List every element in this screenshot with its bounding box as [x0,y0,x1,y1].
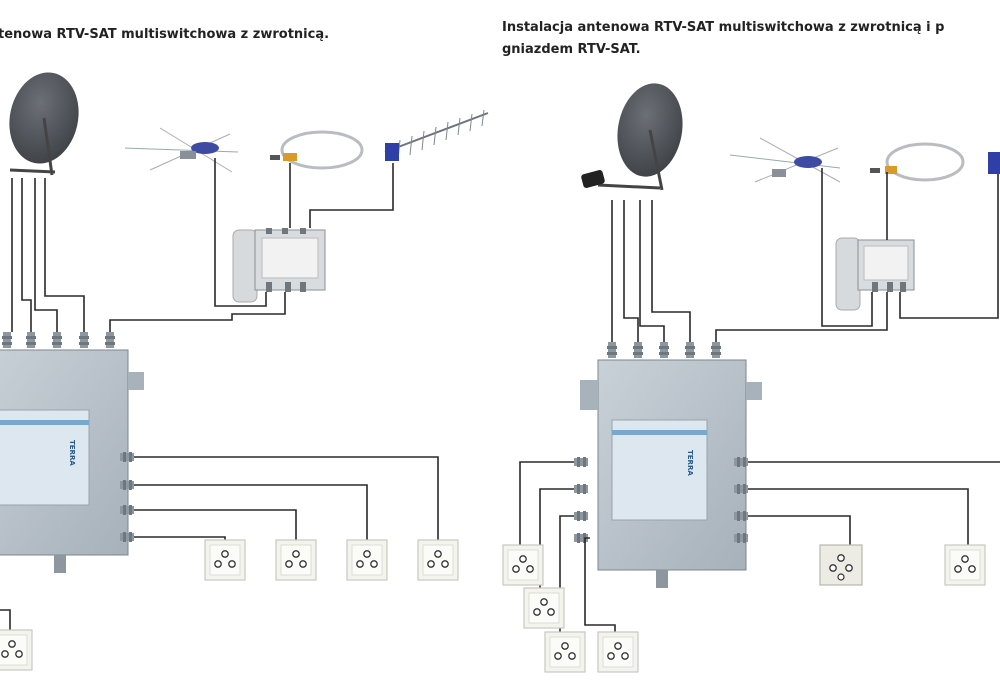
yagi-antenna-icon [384,109,489,161]
wall-socket [523,587,565,629]
dvbt-antenna-icon [729,137,841,183]
dvbt-antenna-icon [124,127,239,173]
satellite-dish-icon [9,72,79,176]
wall-socket [275,539,317,581]
wall-socket [204,539,246,581]
multiswitch-box-right: TERRA [580,359,762,588]
wall-socket [346,539,388,581]
satellite-dish-icon [581,83,683,191]
wall-socket-sat [819,544,863,586]
multiswitch-brand-left: TERRA [68,440,76,466]
terrestrial-amplifier-icon [835,237,915,311]
multiswitch-box-left: TERRA [0,349,144,573]
fm-ring-antenna-icon [270,130,364,170]
multiswitch-brand-right: TERRA [686,450,694,476]
left-diagram: TERRA [0,72,489,671]
left-diagram-title: tenowa RTV-SAT multiswitchowa z zwrotnic… [0,27,330,42]
right-diagram: TERRA [502,83,1000,673]
wall-socket [417,539,459,581]
yagi-antenna-icon [988,152,1000,174]
multiswitch-inputs-right [607,342,721,358]
wall-socket [597,631,639,673]
wall-socket [544,631,586,673]
wall-socket [944,544,986,586]
wall-socket [502,544,544,586]
right-diagram-title-line1: Instalacja antenowa RTV-SAT multiswitcho… [502,20,945,35]
wall-socket [0,629,33,671]
right-diagram-title-line2: gniazdem RTV-SAT. [502,42,641,57]
fm-ring-antenna-icon [870,142,965,182]
terrestrial-amplifier-icon [232,228,326,303]
multiswitch-inputs-left [2,332,115,348]
coax-cables-left [0,158,439,632]
